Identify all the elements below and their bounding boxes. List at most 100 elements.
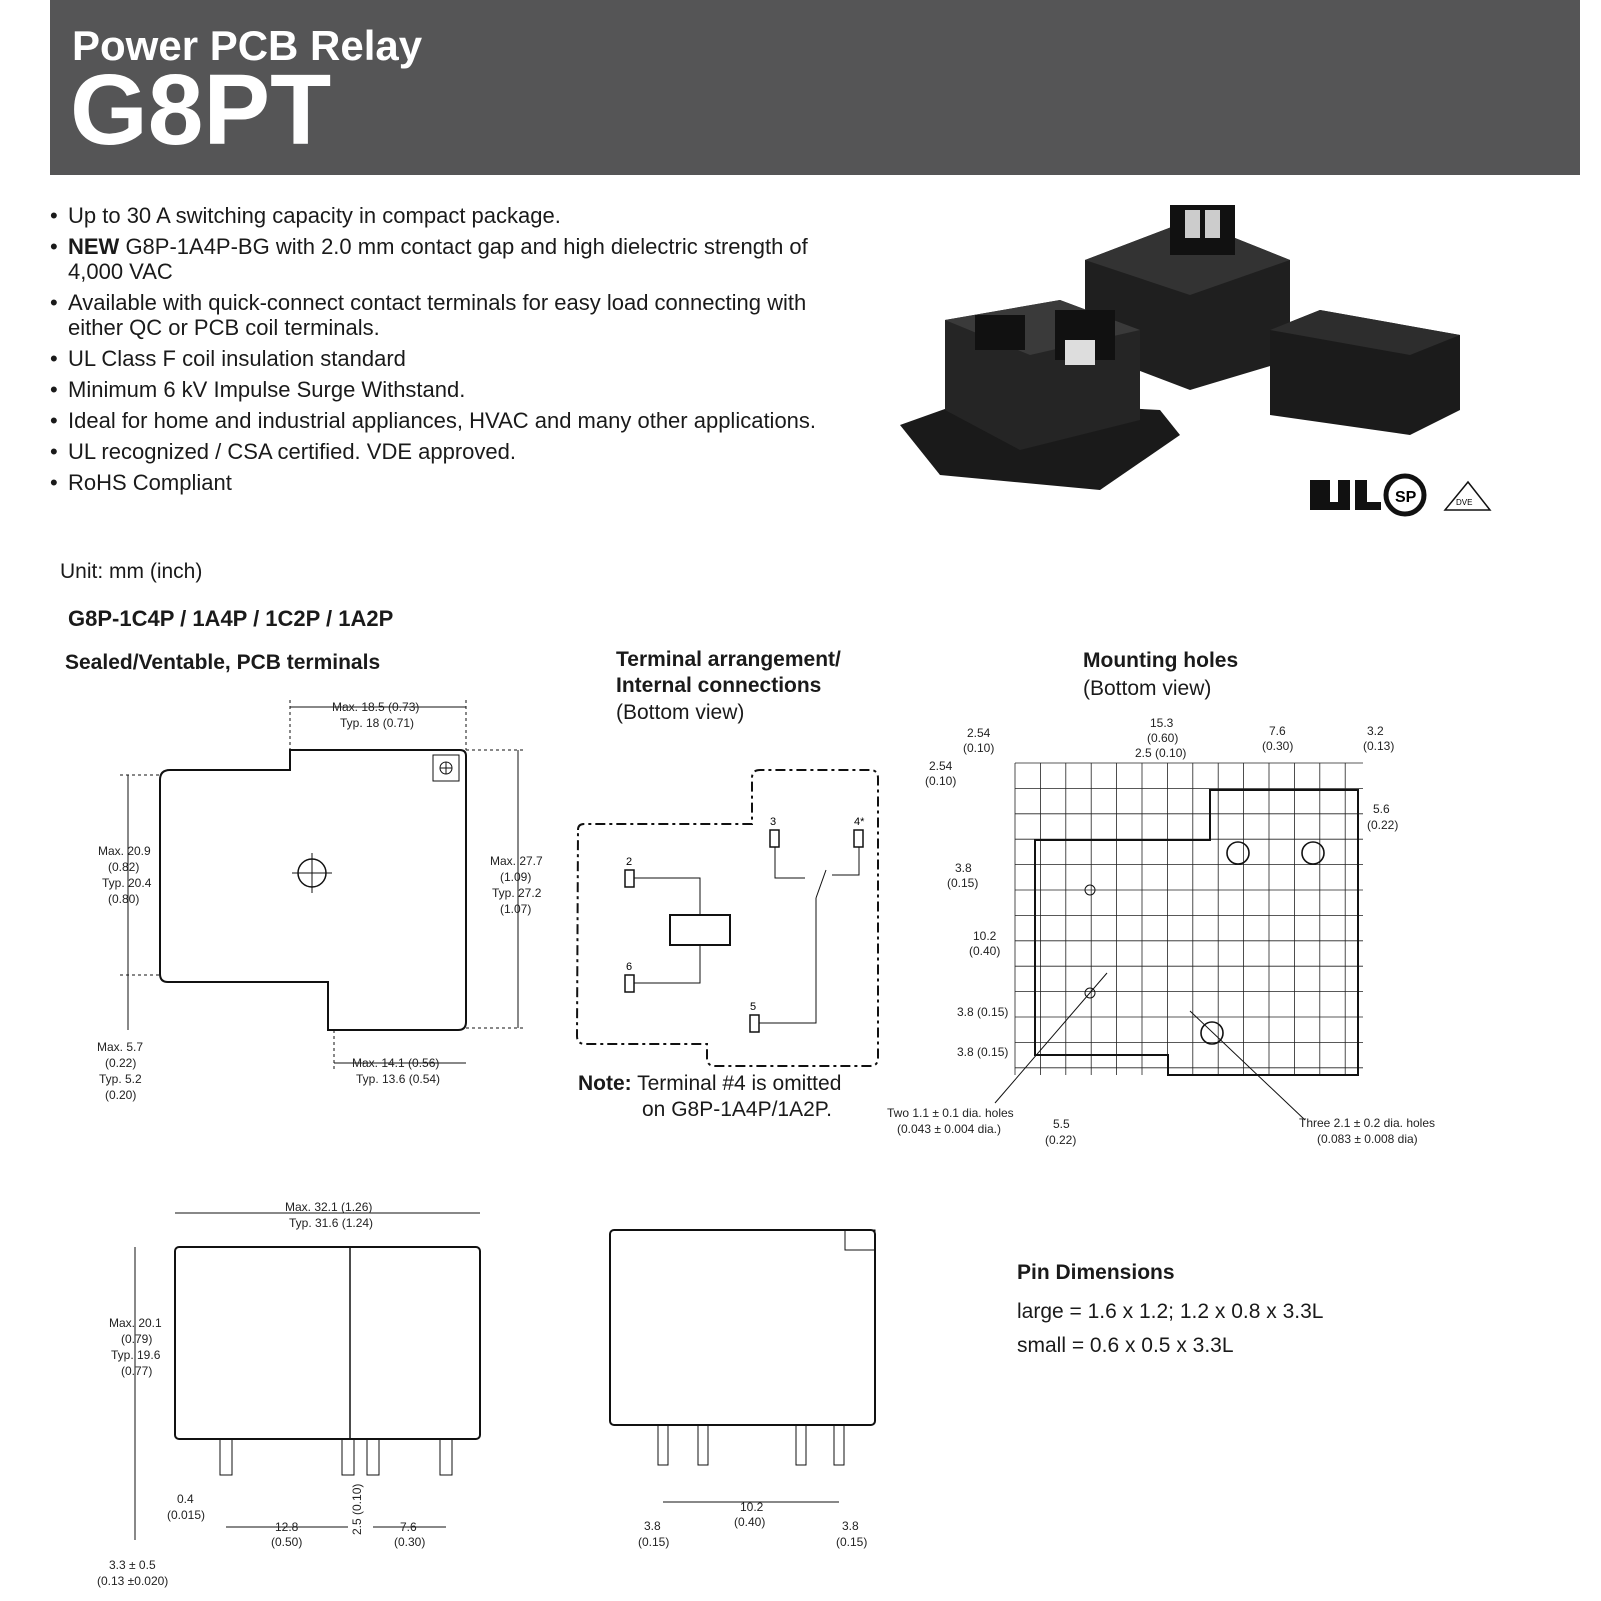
feature-item: Ideal for home and industrial appliances… (50, 408, 850, 433)
svg-text:Typ. 20.4: Typ. 20.4 (102, 876, 152, 890)
feature-item: RoHS Compliant (50, 470, 850, 495)
svg-text:Typ. 27.2: Typ. 27.2 (492, 886, 542, 900)
svg-text:(0.13): (0.13) (1363, 739, 1394, 753)
svg-text:(1.07): (1.07) (500, 902, 531, 916)
section-mounting-heading: Mounting holes (1083, 649, 1239, 672)
svg-text:Max. 18.5 (0.73): Max. 18.5 (0.73) (332, 700, 419, 714)
feature-item: UL Class F coil insulation standard (50, 346, 850, 371)
terminal-note: Note: Terminal #4 is omitted (578, 1072, 842, 1095)
svg-text:4*: 4* (854, 816, 865, 828)
svg-text:SP: SP (1395, 489, 1417, 506)
svg-text:3.8: 3.8 (955, 861, 972, 875)
svg-text:(0.60): (0.60) (1147, 731, 1178, 745)
feature-item: NEW G8P-1A4P-BG with 2.0 mm contact gap … (50, 234, 850, 284)
feature-list: Up to 30 A switching capacity in compact… (50, 203, 850, 501)
svg-text:7.6: 7.6 (400, 1520, 417, 1534)
svg-text:3.8: 3.8 (842, 1519, 859, 1533)
svg-text:2: 2 (626, 856, 632, 868)
svg-text:15.3: 15.3 (1150, 716, 1174, 730)
svg-text:10.2: 10.2 (973, 929, 997, 943)
svg-text:Max. 32.1 (1.26): Max. 32.1 (1.26) (285, 1200, 372, 1214)
svg-text:(0.20): (0.20) (105, 1088, 136, 1102)
svg-text:(0.50): (0.50) (271, 1535, 302, 1549)
svg-text:(0.80): (0.80) (108, 892, 139, 906)
pin-dimensions-small: small = 0.6 x 0.5 x 3.3L (1017, 1334, 1234, 1357)
svg-text:(0.22): (0.22) (105, 1056, 136, 1070)
svg-text:2.54: 2.54 (967, 726, 991, 740)
svg-text:Max. 14.1 (0.56): Max. 14.1 (0.56) (352, 1056, 439, 1070)
svg-text:5: 5 (750, 1001, 756, 1013)
svg-text:Max. 20.1: Max. 20.1 (109, 1316, 162, 1330)
svg-text:10.2: 10.2 (740, 1500, 764, 1514)
svg-text:Three 2.1 ± 0.2 dia. holes: Three 2.1 ± 0.2 dia. holes (1299, 1116, 1435, 1130)
feature-item: UL recognized / CSA certified. VDE appro… (50, 439, 850, 464)
svg-text:(0.40): (0.40) (969, 944, 1000, 958)
svg-text:(0.30): (0.30) (394, 1535, 425, 1549)
svg-text:3.8 (0.15): 3.8 (0.15) (957, 1005, 1008, 1019)
svg-text:Typ. 5.2: Typ. 5.2 (99, 1072, 142, 1086)
svg-text:(0.22): (0.22) (1045, 1133, 1076, 1147)
svg-text:Max. 20.9: Max. 20.9 (98, 844, 151, 858)
svg-text:6: 6 (626, 961, 632, 973)
mounting-holes-drawing: 2.54 (0.10) 15.3 (0.60) 2.5 (0.10) 7.6 (… (887, 716, 1435, 1147)
svg-text:(0.22): (0.22) (1367, 818, 1398, 832)
ul-mark-icon (1310, 480, 1381, 510)
svg-text:3: 3 (770, 816, 776, 828)
svg-text:(0.15): (0.15) (947, 876, 978, 890)
svg-text:Two 1.1 ± 0.1 dia. holes: Two 1.1 ± 0.1 dia. holes (887, 1106, 1014, 1120)
svg-text:(0.15): (0.15) (638, 1535, 669, 1549)
svg-text:0.4: 0.4 (177, 1492, 194, 1506)
section-terminal-view: (Bottom view) (616, 701, 745, 724)
svg-text:(0.015): (0.015) (167, 1508, 205, 1522)
svg-text:Typ. 18 (0.71): Typ. 18 (0.71) (340, 716, 414, 730)
csa-mark-icon: SP (1383, 473, 1427, 517)
feature-item: Minimum 6 kV Impulse Surge Withstand. (50, 377, 850, 402)
svg-text:Typ. 13.6 (0.54): Typ. 13.6 (0.54) (356, 1072, 440, 1086)
pin-dimensions-heading: Pin Dimensions (1017, 1261, 1175, 1284)
product-title: G8PT (70, 54, 332, 166)
svg-text:3.8 (0.15): 3.8 (0.15) (957, 1045, 1008, 1059)
svg-text:2.54: 2.54 (929, 759, 953, 773)
svg-text:12.8: 12.8 (275, 1520, 299, 1534)
svg-text:(0.79): (0.79) (121, 1332, 152, 1346)
svg-text:Typ. 31.6 (1.24): Typ. 31.6 (1.24) (289, 1216, 373, 1230)
svg-text:(0.82): (0.82) (108, 860, 139, 874)
section-sealed-heading: Sealed/Ventable, PCB terminals (65, 651, 381, 674)
pin-dimensions-large: large = 1.6 x 1.2; 1.2 x 0.8 x 3.3L (1017, 1300, 1324, 1323)
side-view-drawing: Max. 32.1 (1.26) Typ. 31.6 (1.24) Max. 2… (97, 1200, 481, 1588)
section-mounting-view: (Bottom view) (1083, 677, 1212, 700)
svg-text:(0.30): (0.30) (1262, 739, 1293, 753)
title-banner: Power PCB Relay G8PT (50, 0, 1580, 175)
svg-text:Max. 5.7: Max. 5.7 (97, 1040, 143, 1054)
end-view-drawing: 3.8 (0.15) 10.2 (0.40) 3.8 (0.15) (609, 1229, 876, 1549)
model-list: G8P-1C4P / 1A4P / 1C2P / 1A2P (68, 606, 394, 631)
feature-item: Up to 30 A switching capacity in compact… (50, 203, 850, 228)
svg-text:Max. 27.7: Max. 27.7 (490, 854, 543, 868)
svg-text:2.5 (0.10): 2.5 (0.10) (1135, 746, 1186, 760)
svg-text:7.6: 7.6 (1269, 724, 1286, 738)
svg-text:(1.09): (1.09) (500, 870, 531, 884)
svg-text:(0.15): (0.15) (836, 1535, 867, 1549)
svg-text:(0.40): (0.40) (734, 1515, 765, 1529)
unit-note: Unit: mm (inch) (60, 560, 203, 583)
vde-mark-icon: DVE (1443, 480, 1492, 511)
feature-item: Available with quick-connect contact ter… (50, 290, 850, 340)
svg-text:3.3 ± 0.5: 3.3 ± 0.5 (109, 1558, 156, 1572)
svg-text:(0.10): (0.10) (963, 741, 994, 755)
svg-text:3.2: 3.2 (1367, 724, 1384, 738)
svg-text:(0.10): (0.10) (925, 774, 956, 788)
svg-text:Typ. 19.6: Typ. 19.6 (111, 1348, 161, 1362)
svg-text:5.6: 5.6 (1373, 802, 1390, 816)
terminal-arrangement-drawing: 2 6 3 4* 5 (575, 769, 879, 1067)
section-terminal-heading-2: Internal connections (616, 674, 822, 697)
section-terminal-heading: Terminal arrangement/ (616, 648, 841, 671)
svg-text:(0.77): (0.77) (121, 1364, 152, 1378)
svg-text:(0.13 ±0.020): (0.13 ±0.020) (97, 1574, 168, 1588)
svg-text:3.8: 3.8 (644, 1519, 661, 1533)
svg-text:(0.043 ± 0.004 dia.): (0.043 ± 0.004 dia.) (897, 1122, 1001, 1136)
product-subtitle: Power PCB Relay (72, 22, 423, 69)
sealed-outline-drawing: Max. 18.5 (0.73) Typ. 18 (0.71) Max. 20.… (97, 700, 543, 1102)
svg-text:5.5: 5.5 (1053, 1117, 1070, 1131)
svg-text:DVE: DVE (1456, 498, 1472, 507)
svg-text:2.5 (0.10): 2.5 (0.10) (350, 1484, 364, 1535)
